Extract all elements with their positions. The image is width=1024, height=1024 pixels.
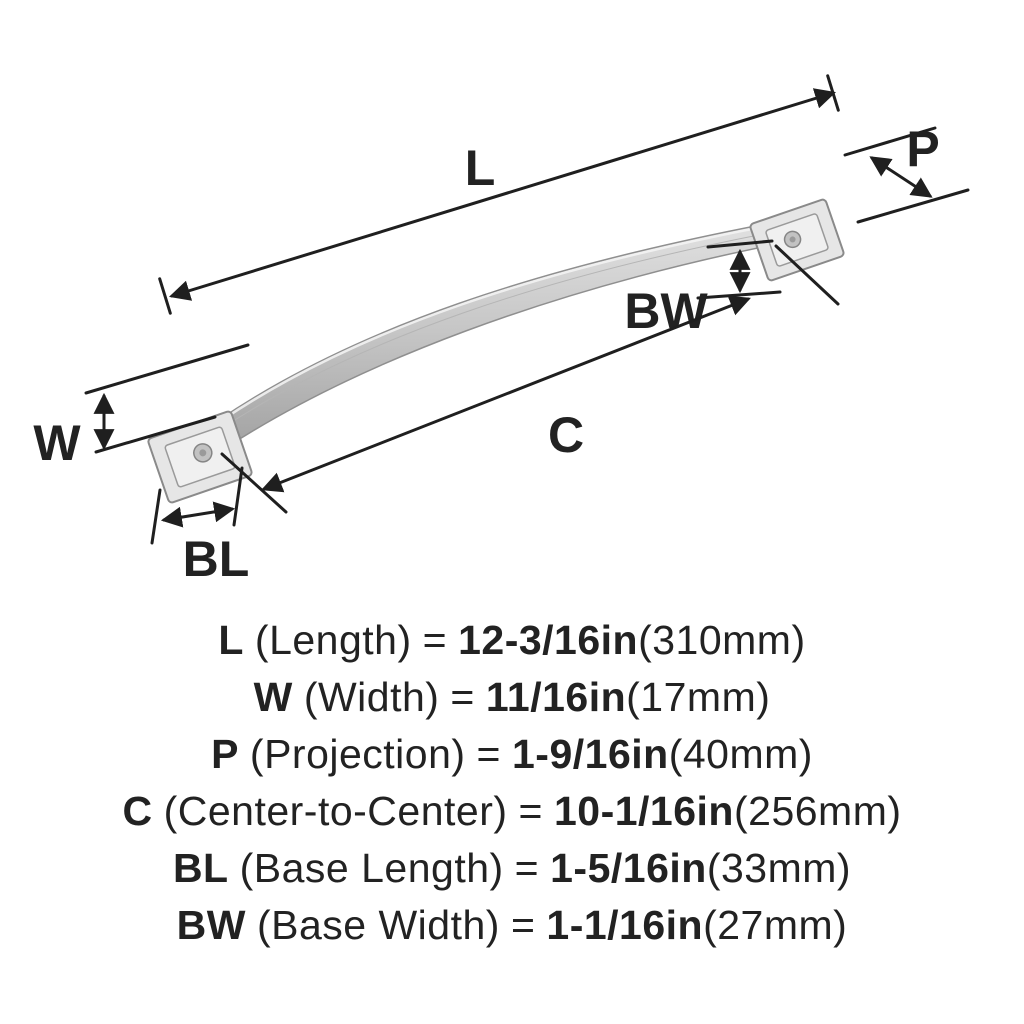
right-base bbox=[749, 198, 845, 282]
base-length-tick-right bbox=[232, 466, 244, 527]
dim-length: L bbox=[158, 74, 840, 315]
handle-bar bbox=[182, 218, 798, 470]
spec-value: 11/16in bbox=[485, 674, 627, 720]
spec-value: 1-9/16in bbox=[512, 731, 669, 777]
spec-metric: (17mm) bbox=[626, 674, 771, 720]
label-center-to-center: C bbox=[548, 407, 584, 463]
spec-value: 12-3/16in bbox=[458, 617, 639, 663]
center-ext-right bbox=[774, 244, 840, 306]
base-width-tick-bottom bbox=[696, 290, 782, 300]
base-width-tick-top bbox=[706, 239, 774, 249]
width-ref-lower bbox=[94, 415, 217, 454]
spec-row-projection: P(Projection)=1-9/16in(40mm) bbox=[0, 726, 1024, 783]
spec-metric: (40mm) bbox=[668, 731, 813, 777]
base-length-arrow bbox=[160, 501, 236, 528]
spec-equals: = bbox=[476, 731, 501, 777]
spec-metric: (310mm) bbox=[638, 617, 806, 663]
spec-name: (Base Length) bbox=[239, 845, 504, 891]
spec-name: (Base Width) bbox=[256, 902, 500, 948]
dimension-spec-list: L(Length)=12-3/16in(310mm) W(Width)=11/1… bbox=[0, 600, 1024, 954]
label-projection: P bbox=[906, 121, 939, 177]
label-width: W bbox=[33, 415, 81, 471]
spec-name: (Length) bbox=[254, 617, 412, 663]
length-tick-right bbox=[826, 74, 840, 112]
left-base bbox=[147, 410, 253, 504]
spec-value: 1-5/16in bbox=[550, 845, 707, 891]
projection-arrow bbox=[869, 156, 933, 198]
spec-row-center-to-center: C(Center-to-Center)=10-1/16in(256mm) bbox=[0, 783, 1024, 840]
spec-name: (Center-to-Center) bbox=[163, 788, 508, 834]
spec-equals: = bbox=[514, 845, 540, 891]
spec-metric: (33mm) bbox=[706, 845, 852, 891]
spec-abbr: W bbox=[253, 674, 293, 720]
spec-row-width: W(Width)=11/16in(17mm) bbox=[0, 669, 1024, 726]
spec-row-length: L(Length)=12-3/16in(310mm) bbox=[0, 612, 1024, 669]
dim-center-to-center: C bbox=[220, 244, 840, 514]
spec-equals: = bbox=[518, 788, 543, 834]
projection-ref-upper bbox=[843, 126, 937, 157]
base-length-tick-left bbox=[150, 488, 162, 545]
spec-equals: = bbox=[510, 902, 536, 948]
spec-abbr: BW bbox=[176, 902, 246, 948]
spec-row-base-width: BW(Base Width)=1-1/16in(27mm) bbox=[0, 897, 1024, 954]
spec-equals: = bbox=[450, 674, 475, 720]
center-ext-left bbox=[220, 452, 288, 514]
spec-equals: = bbox=[422, 617, 448, 663]
dim-width: W bbox=[33, 343, 250, 471]
dim-projection: P bbox=[843, 121, 970, 224]
spec-name: (Width) bbox=[303, 674, 440, 720]
label-base-length: BL bbox=[183, 531, 250, 587]
dim-base-length: BL bbox=[150, 466, 250, 587]
dimension-diagram: L P BW C W BL bbox=[33, 74, 970, 587]
spec-metric: (256mm) bbox=[733, 788, 902, 834]
label-length: L bbox=[465, 140, 496, 196]
spec-value: 1-1/16in bbox=[546, 902, 704, 948]
spec-abbr: P bbox=[211, 731, 239, 777]
spec-row-base-length: BL(Base Length)=1-5/16in(33mm) bbox=[0, 840, 1024, 897]
spec-abbr: BL bbox=[172, 845, 229, 891]
spec-abbr: L bbox=[218, 617, 244, 663]
length-tick-left bbox=[158, 277, 172, 315]
spec-metric: (27mm) bbox=[703, 902, 848, 948]
spec-value: 10-1/16in bbox=[553, 788, 734, 834]
projection-ref-lower bbox=[856, 188, 970, 224]
width-ref-upper bbox=[84, 343, 250, 395]
spec-abbr: C bbox=[122, 788, 153, 834]
spec-name: (Projection) bbox=[249, 731, 466, 777]
